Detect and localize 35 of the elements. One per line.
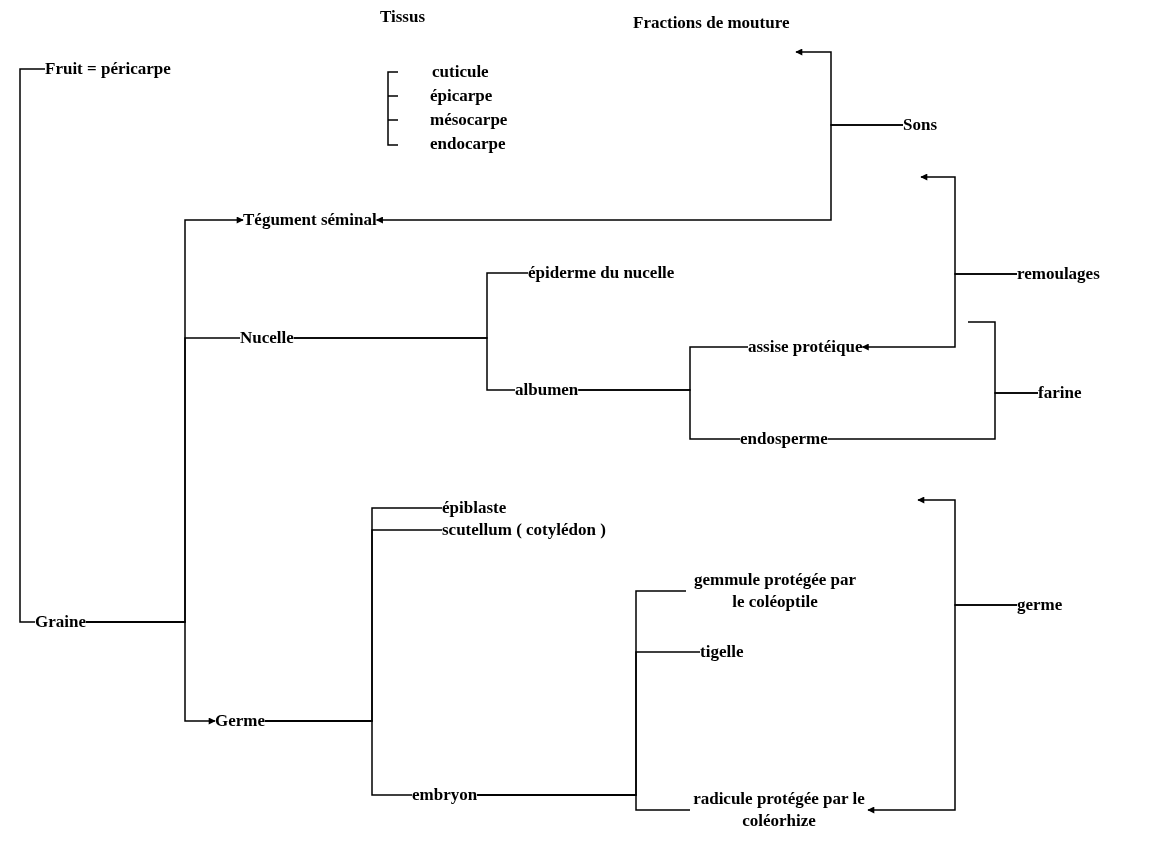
- bracket-arrow: [861, 273, 1018, 351]
- term-label: épiderme du nucelle: [528, 262, 675, 284]
- term-label: mésocarpe: [430, 109, 508, 131]
- term-label: Tégument séminal: [243, 209, 377, 231]
- term-label: albumen: [515, 379, 579, 401]
- column-heading: Tissus: [380, 6, 426, 28]
- bracket-connector: [827, 392, 1039, 440]
- bracket-arrow: [375, 124, 904, 224]
- term-label: gemmule protégée par le coléoptile: [686, 569, 864, 613]
- term-label: radicule protégée par le coléorhize: [690, 788, 868, 832]
- term-label: tigelle: [700, 641, 744, 663]
- bracket-connector: [264, 720, 413, 796]
- term-label: scutellum ( cotylédon ): [442, 519, 606, 541]
- term-label: endocarpe: [430, 133, 506, 155]
- term-label: Nucelle: [240, 327, 294, 349]
- term-label: cuticule: [432, 61, 489, 83]
- bracket-connector: [577, 389, 741, 440]
- bracket-connector: [19, 68, 46, 623]
- term-label: Fruit = péricarpe: [45, 58, 171, 80]
- term-label: endosperme: [740, 428, 828, 450]
- term-label: germe: [1017, 594, 1063, 616]
- term-label: épiblaste: [442, 497, 507, 519]
- bracket-arrow: [85, 621, 216, 725]
- bracket-connector: [476, 794, 691, 811]
- term-label: Germe: [215, 710, 266, 732]
- term-label: Sons: [903, 114, 938, 136]
- term-label: embryon: [412, 784, 478, 806]
- term-label: assise protéique: [748, 336, 863, 358]
- term-label: remoulages: [1017, 263, 1100, 285]
- bracket-arrow: [867, 604, 1018, 814]
- term-label: farine: [1038, 382, 1082, 404]
- bracket-connector: [293, 337, 516, 391]
- term-label: Graine: [35, 611, 86, 633]
- term-label: épicarpe: [430, 85, 493, 107]
- column-heading: Fractions de mouture: [633, 12, 790, 34]
